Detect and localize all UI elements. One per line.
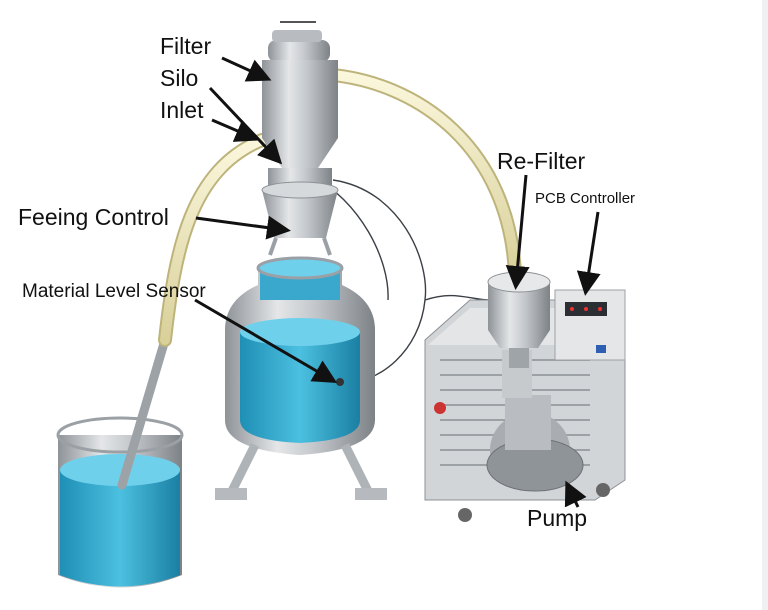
receiving-silo: [215, 256, 387, 500]
level-sensor-dot: [336, 378, 344, 386]
label-filter: Filter: [160, 33, 212, 59]
label-material-level-sensor: Material Level Sensor: [22, 281, 206, 302]
label-pump: Pump: [527, 505, 588, 531]
label-inlet: Inlet: [160, 97, 204, 123]
scrollbar-track[interactable]: [762, 0, 768, 610]
callout-arrows: [194, 56, 601, 508]
label-re-filter: Re-Filter: [497, 148, 586, 174]
label-silo: Silo: [160, 65, 199, 91]
suction-wand: [117, 335, 170, 490]
source-bucket: [56, 416, 184, 588]
label-pcb-controller: PCB Controller: [535, 190, 636, 207]
label-feeding-control: Feeing Control: [18, 204, 169, 230]
vacuum-hopper: [261, 21, 339, 256]
